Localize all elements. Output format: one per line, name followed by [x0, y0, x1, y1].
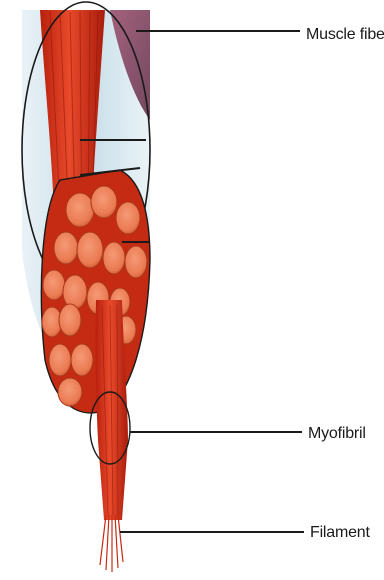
- myofibril-label: Myofibril: [308, 425, 366, 443]
- filament-label: Filament: [310, 524, 370, 542]
- filament-strands: [100, 515, 123, 572]
- muscle-fiber-label: Muscle fiber: [306, 26, 384, 44]
